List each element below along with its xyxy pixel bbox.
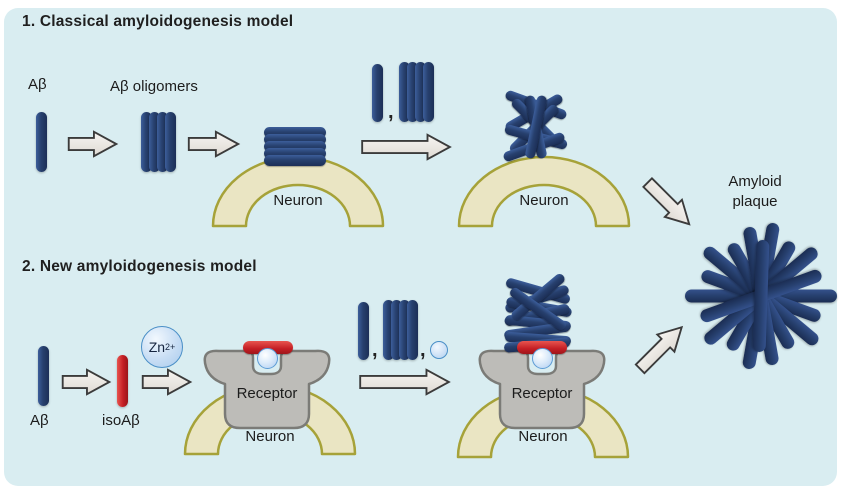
isoabeta-bound-rod-icon	[243, 341, 293, 354]
section1-title: 1. Classical amyloidogenesis model	[22, 13, 294, 30]
arrow-icon	[140, 368, 194, 401]
arrow-diagonal-up-icon	[628, 314, 698, 384]
abeta-label-2: Aβ	[30, 412, 49, 429]
receptor-label-1: Receptor	[236, 385, 298, 402]
arrow-icon	[60, 368, 113, 401]
amyloid-plaque-star-icon	[683, 218, 838, 374]
isoabeta-bound-rod-icon	[517, 341, 567, 354]
abeta-rod-icon	[372, 64, 383, 122]
neuron-label-2: Neuron	[519, 192, 569, 209]
oligomer-tangle-icon	[500, 89, 572, 166]
neuron-arc-icon	[210, 154, 386, 235]
amyloid-plaque-label-line2: plaque	[732, 193, 778, 210]
isoabeta-rod-icon	[117, 355, 128, 407]
amyloid-plaque-label-line1: Amyloid	[728, 173, 782, 190]
section2-title: 2. New amyloidogenesis model	[22, 258, 257, 275]
arrow-diagonal-down-icon	[632, 170, 702, 240]
abeta-rod-icon	[36, 112, 47, 172]
neuron-label-1: Neuron	[273, 192, 323, 209]
receptor-label-2: Receptor	[511, 385, 573, 402]
oligomer-bundle-icon	[141, 112, 176, 172]
abeta-label-1: Aβ	[28, 76, 47, 93]
ion-ball-icon	[430, 341, 448, 359]
ion-ball-icon	[532, 348, 553, 369]
neuron-label-4: Neuron	[518, 428, 568, 445]
arrow-icon	[66, 130, 120, 163]
arrow-icon	[356, 368, 454, 401]
comma-separator: ,	[372, 339, 378, 361]
abeta-rod-icon	[38, 346, 49, 406]
zinc-label: Zn	[148, 339, 166, 355]
comma-separator: ,	[420, 339, 426, 361]
neuron-label-3: Neuron	[245, 428, 295, 445]
fibril-stack-icon	[264, 127, 326, 166]
arrow-icon	[186, 130, 242, 163]
oligomers-label: Aβ oligomers	[110, 78, 198, 95]
oligomer-bundle-icon	[383, 300, 418, 360]
arrow-icon	[358, 133, 455, 166]
neuron-arc-icon	[456, 154, 632, 235]
comma-separator: ,	[388, 101, 394, 123]
amyloid-plaque-label: Amyloid plaque	[705, 172, 805, 212]
zinc-charge-label: 2+	[165, 342, 176, 352]
isoabeta-label: isoAβ	[102, 412, 140, 429]
abeta-rod-icon	[358, 302, 369, 360]
oligomer-bundle-icon	[399, 62, 434, 122]
ion-ball-icon	[257, 348, 278, 369]
